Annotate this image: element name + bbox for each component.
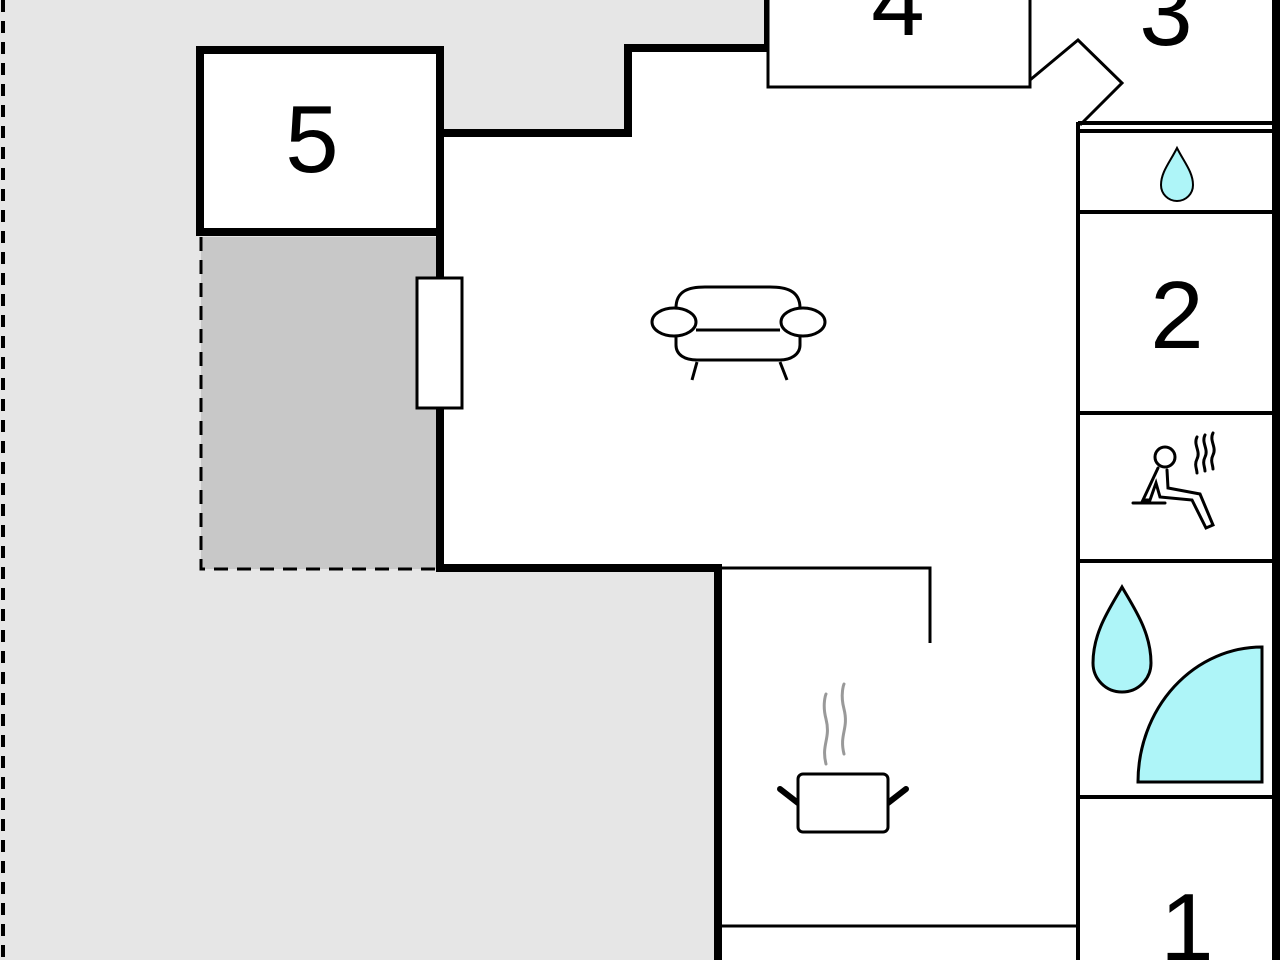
window xyxy=(415,276,464,410)
room-5 xyxy=(196,46,444,236)
shower-icon xyxy=(1136,645,1264,784)
sauna-icon xyxy=(1131,431,1216,530)
room-1-label: 1 xyxy=(1160,874,1213,960)
building-interior xyxy=(440,0,1280,960)
room-4-label: 4 xyxy=(871,0,924,56)
water-drop-icon xyxy=(1159,145,1195,202)
room-4 xyxy=(766,0,1032,89)
sofa-icon xyxy=(650,285,827,381)
terrace xyxy=(201,237,437,569)
terrace-dashed-edge xyxy=(199,237,437,571)
cooking-pot-icon xyxy=(777,682,909,834)
kitchen-partition xyxy=(722,566,932,643)
room-2-label: 2 xyxy=(1150,262,1203,369)
water-drop-icon xyxy=(1091,583,1153,694)
room-5-label: 5 xyxy=(285,86,338,193)
room-3-label: 3 xyxy=(1139,0,1192,66)
entrance-door xyxy=(1029,37,1125,127)
